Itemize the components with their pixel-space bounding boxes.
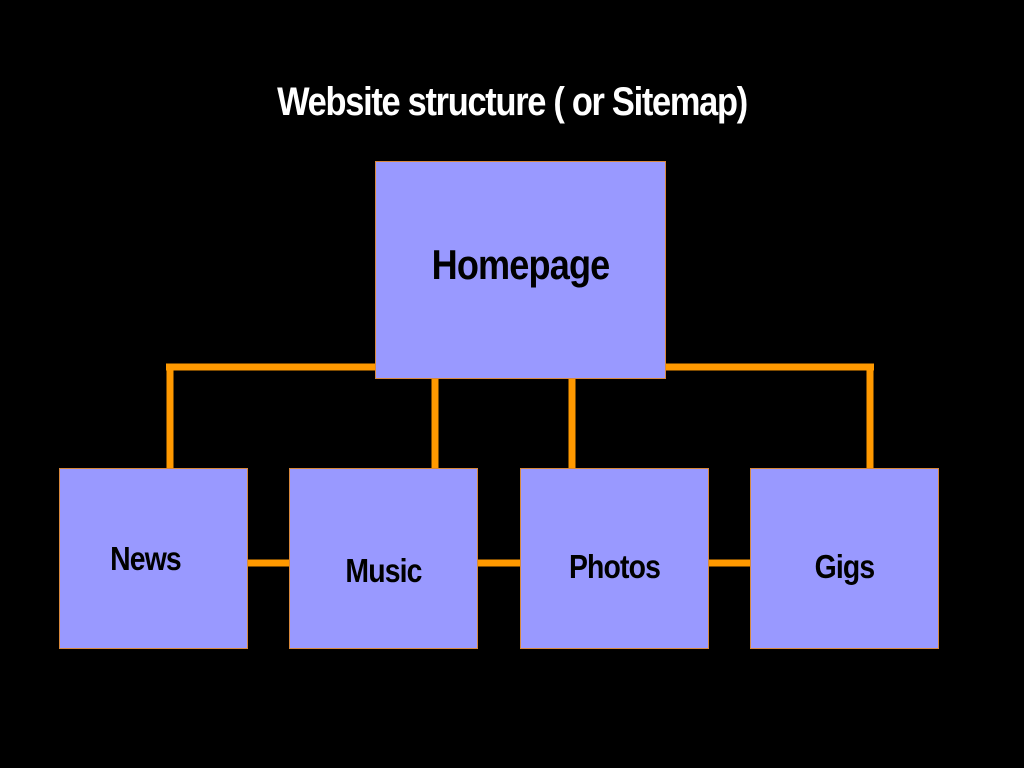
node-gigs: Gigs [750, 468, 939, 649]
node-music-label: Music [345, 552, 422, 589]
slide-title: Website structure ( or Sitemap) [277, 80, 748, 124]
node-music: Music [289, 468, 478, 649]
node-photos: Photos [520, 468, 709, 649]
node-news-label: News [110, 540, 182, 577]
node-homepage: Homepage [375, 161, 666, 379]
node-photos-label: Photos [568, 548, 661, 585]
node-news: News [59, 468, 248, 649]
node-gigs-label: Gigs [814, 548, 876, 585]
node-homepage-label: Homepage [431, 241, 611, 288]
